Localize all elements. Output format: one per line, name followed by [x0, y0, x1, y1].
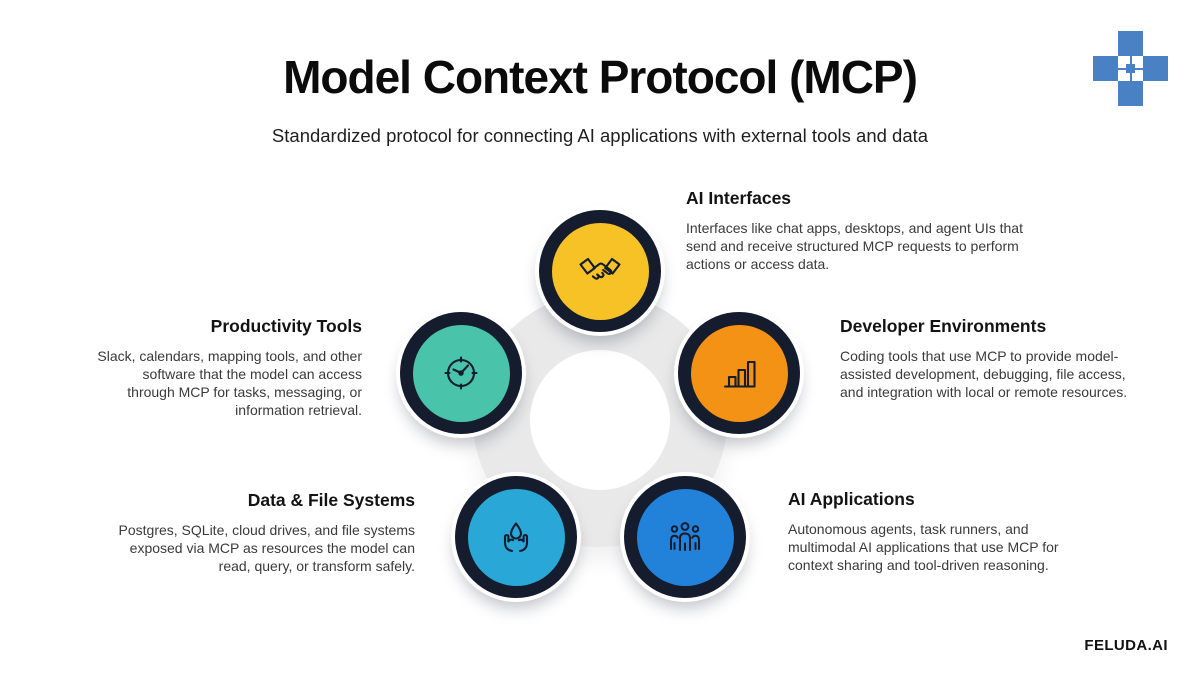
hands-drop-icon	[467, 488, 565, 586]
plus-cross-logo-icon	[1093, 31, 1168, 106]
section-body: Interfaces like chat apps, desktops, and…	[686, 220, 1023, 272]
handshake-icon	[551, 222, 649, 320]
logo-square-top	[1118, 31, 1143, 56]
clock-icon	[412, 324, 510, 422]
section-heading: Developer Environments	[840, 316, 1047, 336]
section-body: Slack, calendars, mapping tools, and oth…	[97, 348, 362, 418]
bar-chart-icon	[690, 324, 788, 422]
section-body: Coding tools that use MCP to provide mod…	[840, 348, 1128, 400]
section-productivity-tools: Productivity Tools Slack, calendars, map…	[52, 316, 362, 419]
section-ai-interfaces: AI Interfaces Interfaces like chat apps,…	[686, 188, 1066, 273]
section-ai-applications: AI Applications Autonomous agents, task …	[788, 489, 1118, 574]
section-heading: Data & File Systems	[247, 490, 415, 510]
page-subtitle: Standardized protocol for connecting AI …	[271, 125, 929, 146]
node-ai-interfaces	[539, 210, 661, 332]
people-icon	[636, 488, 734, 586]
section-developer-environments: Developer Environments Coding tools that…	[840, 316, 1170, 401]
logo-square-right	[1143, 56, 1168, 81]
logo-center-chip	[1126, 64, 1135, 73]
section-heading: AI Interfaces	[686, 188, 792, 208]
page-title: Model Context Protocol (MCP)	[283, 51, 918, 103]
node-ai-applications	[624, 476, 746, 598]
feluda-wordmark: FELUDA.AI	[1084, 637, 1168, 654]
node-developer-environments	[678, 312, 800, 434]
logo-square-bottom	[1118, 81, 1143, 106]
logo-center-cell	[1118, 56, 1143, 81]
node-productivity-tools	[400, 312, 522, 434]
section-body: Postgres, SQLite, cloud drives, and file…	[118, 522, 415, 574]
node-data-file-systems	[455, 476, 577, 598]
logo-square-left	[1093, 56, 1118, 81]
section-body: Autonomous agents, task runners, and mul…	[788, 521, 1059, 573]
section-data-file-systems: Data & File Systems Postgres, SQLite, cl…	[70, 490, 415, 575]
section-heading: AI Applications	[788, 489, 915, 509]
section-heading: Productivity Tools	[210, 316, 362, 336]
